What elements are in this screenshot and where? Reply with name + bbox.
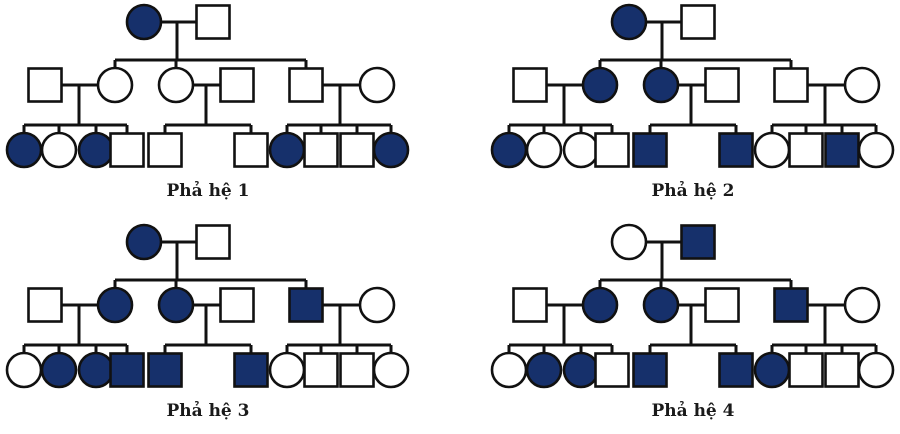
gen3-affected-male-square (109, 352, 145, 388)
gen3-unaffected-male-square (339, 352, 375, 388)
gen2-unaffected-female-circle (358, 286, 396, 324)
gen3-unaffected-female-circle (268, 351, 306, 389)
gen2-unaffected-male-square (704, 287, 740, 323)
gen3-affected-female-circle (268, 131, 306, 169)
gen2-unaffected-male-square (27, 287, 63, 323)
gen1-unaffected-male-square (195, 224, 231, 260)
gen3-unaffected-male-square (303, 352, 339, 388)
gen3-affected-female-circle (77, 351, 115, 389)
gen3-affected-female-circle (40, 351, 78, 389)
gen2-unaffected-male-square (27, 67, 63, 103)
gen3-unaffected-female-circle (857, 351, 895, 389)
gen2-affected-female-circle (581, 66, 619, 104)
gen3-affected-male-square (147, 352, 183, 388)
gen3-unaffected-male-square (594, 352, 630, 388)
pedigree-label: Phả hệ 3 (167, 401, 250, 421)
gen1-affected-female-circle (610, 3, 648, 41)
gen3-unaffected-male-square (303, 132, 339, 168)
gen3-unaffected-female-circle (5, 351, 43, 389)
individuals (490, 223, 895, 389)
gen3-unaffected-male-square (788, 132, 824, 168)
gen3-unaffected-male-square (147, 132, 183, 168)
gen3-unaffected-male-square (109, 132, 145, 168)
gen2-unaffected-male-square (219, 287, 255, 323)
gen3-affected-female-circle (562, 351, 600, 389)
gen3-unaffected-male-square (339, 132, 375, 168)
gen2-unaffected-female-circle (843, 66, 881, 104)
gen2-affected-male-square (288, 287, 324, 323)
gen1-affected-female-circle (125, 223, 163, 261)
gen2-affected-male-square (773, 287, 809, 323)
individuals (5, 3, 410, 169)
gen3-unaffected-male-square (788, 352, 824, 388)
pedigree-label: Phả hệ 4 (652, 401, 735, 421)
gen2-unaffected-male-square (512, 67, 548, 103)
gen2-affected-female-circle (642, 286, 680, 324)
gen1-unaffected-female-circle (610, 223, 648, 261)
gen1-affected-male-square (680, 224, 716, 260)
gen2-unaffected-male-square (773, 67, 809, 103)
gen3-unaffected-female-circle (40, 131, 78, 169)
gen1-unaffected-male-square (195, 4, 231, 40)
gen3-affected-male-square (632, 132, 668, 168)
gen3-affected-female-circle (753, 351, 791, 389)
gen3-unaffected-female-circle (372, 351, 410, 389)
individuals (5, 223, 410, 389)
pedigree-4: Phả hệ 4 (490, 223, 895, 421)
gen2-unaffected-male-square (704, 67, 740, 103)
pedigree-label: Phả hệ 2 (652, 181, 735, 201)
gen2-unaffected-female-circle (843, 286, 881, 324)
gen3-affected-male-square (824, 132, 860, 168)
pedigree-1: Phả hệ 1 (5, 3, 410, 201)
pedigree-2: Phả hệ 2 (490, 3, 895, 201)
gen2-affected-female-circle (642, 66, 680, 104)
gen2-affected-female-circle (157, 286, 195, 324)
gen2-unaffected-male-square (512, 287, 548, 323)
gen1-unaffected-male-square (680, 4, 716, 40)
gen2-unaffected-female-circle (157, 66, 195, 104)
gen3-affected-male-square (718, 352, 754, 388)
gen3-unaffected-male-square (594, 132, 630, 168)
gen3-affected-female-circle (490, 131, 528, 169)
gen2-affected-female-circle (96, 286, 134, 324)
gen3-unaffected-female-circle (525, 131, 563, 169)
gen2-unaffected-female-circle (358, 66, 396, 104)
gen3-unaffected-female-circle (857, 131, 895, 169)
individuals (490, 3, 895, 169)
gen3-unaffected-female-circle (753, 131, 791, 169)
gen3-unaffected-female-circle (562, 131, 600, 169)
gen3-affected-female-circle (372, 131, 410, 169)
gen3-affected-male-square (233, 352, 269, 388)
gen3-affected-female-circle (5, 131, 43, 169)
gen3-unaffected-female-circle (490, 351, 528, 389)
gen3-unaffected-male-square (233, 132, 269, 168)
gen2-unaffected-female-circle (96, 66, 134, 104)
gen1-affected-female-circle (125, 3, 163, 41)
gen3-unaffected-male-square (824, 352, 860, 388)
gen3-affected-female-circle (77, 131, 115, 169)
gen2-affected-female-circle (581, 286, 619, 324)
gen2-unaffected-male-square (288, 67, 324, 103)
gen2-unaffected-male-square (219, 67, 255, 103)
gen3-affected-female-circle (525, 351, 563, 389)
gen3-affected-male-square (632, 352, 668, 388)
pedigree-label: Phả hệ 1 (167, 181, 250, 201)
pedigree-3: Phả hệ 3 (5, 223, 410, 421)
gen3-affected-male-square (718, 132, 754, 168)
